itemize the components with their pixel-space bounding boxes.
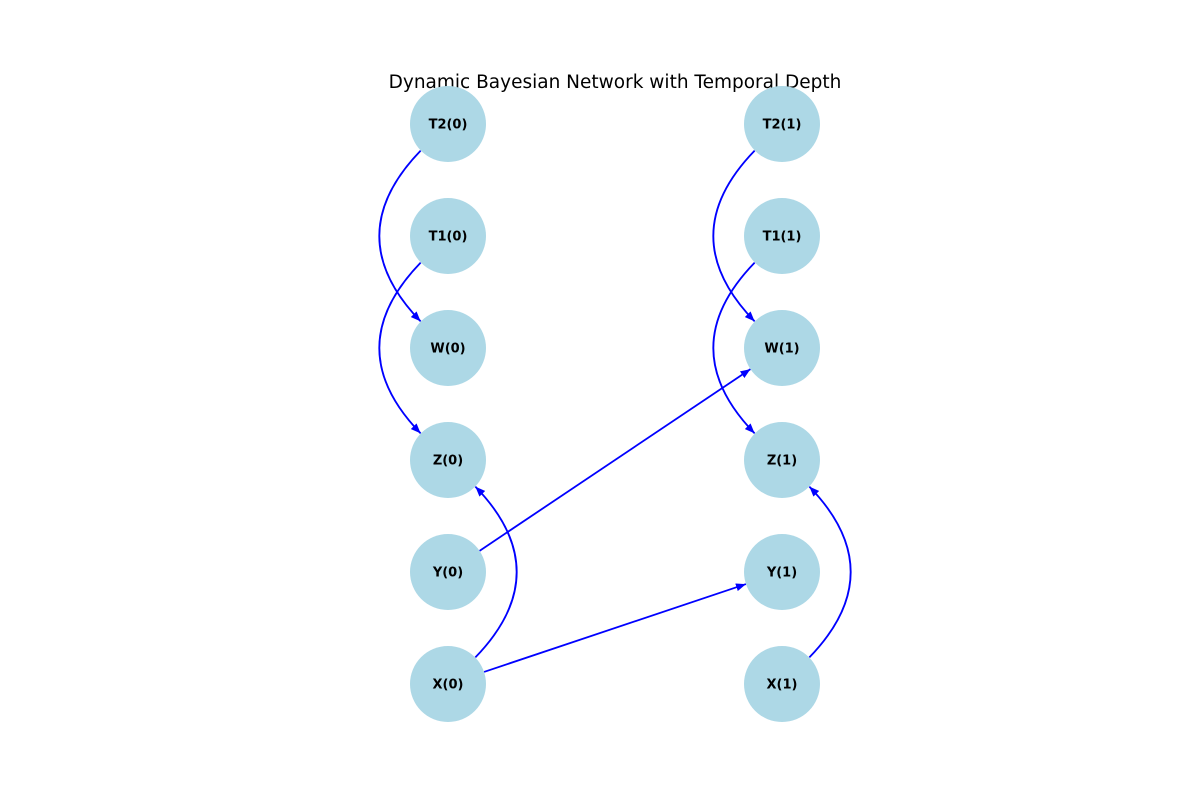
node-t2-0: T2(0) xyxy=(410,86,486,162)
edge-t2-1-to-w-1 xyxy=(712,149,756,323)
node-circle xyxy=(744,534,820,610)
node-x-0: X(0) xyxy=(410,646,486,722)
node-label: Z(1) xyxy=(767,454,797,469)
node-label: T2(1) xyxy=(763,118,802,133)
edge-x-0-to-y-1 xyxy=(483,583,747,673)
node-label: W(0) xyxy=(430,342,465,357)
node-y-1: Y(1) xyxy=(744,534,820,610)
node-label: W(1) xyxy=(764,342,799,357)
node-circle xyxy=(744,198,820,274)
node-label: Y(1) xyxy=(766,566,797,581)
node-t2-1: T2(1) xyxy=(744,86,820,162)
node-circle xyxy=(410,534,486,610)
edge-t1-1-to-z-1 xyxy=(712,261,756,435)
edge-t2-0-to-w-0 xyxy=(378,149,422,323)
nodes-layer: T2(0) T1(0) W(0) Z(0) Y(0) X(0) T2(1) T1(1) W(1)… xyxy=(410,86,820,722)
diagram-title: Dynamic Bayesian Network with Temporal D… xyxy=(389,72,842,93)
node-circle xyxy=(410,422,486,498)
node-circle xyxy=(410,310,486,386)
node-label: Z(0) xyxy=(433,454,463,469)
node-w-0: W(0) xyxy=(410,310,486,386)
edge-x-0-to-z-0 xyxy=(474,485,518,659)
edges-layer xyxy=(378,149,852,673)
node-t1-1: T1(1) xyxy=(744,198,820,274)
edge-t1-0-to-z-0 xyxy=(378,261,422,435)
node-label: T2(0) xyxy=(429,118,468,133)
node-z-0: Z(0) xyxy=(410,422,486,498)
node-label: X(1) xyxy=(767,678,798,693)
node-w-1: W(1) xyxy=(744,310,820,386)
node-circle xyxy=(744,86,820,162)
node-label: T1(1) xyxy=(763,230,802,245)
node-label: T1(0) xyxy=(429,230,468,245)
node-circle xyxy=(744,646,820,722)
node-circle xyxy=(410,646,486,722)
node-x-1: X(1) xyxy=(744,646,820,722)
node-circle xyxy=(410,86,486,162)
node-circle xyxy=(744,310,820,386)
node-z-1: Z(1) xyxy=(744,422,820,498)
node-y-0: Y(0) xyxy=(410,534,486,610)
node-t1-0: T1(0) xyxy=(410,198,486,274)
node-label: X(0) xyxy=(433,678,464,693)
node-label: Y(0) xyxy=(432,566,463,581)
node-circle xyxy=(744,422,820,498)
edge-x-1-to-z-1 xyxy=(808,485,852,659)
node-circle xyxy=(410,198,486,274)
edge-y-0-to-w-1 xyxy=(479,368,751,552)
